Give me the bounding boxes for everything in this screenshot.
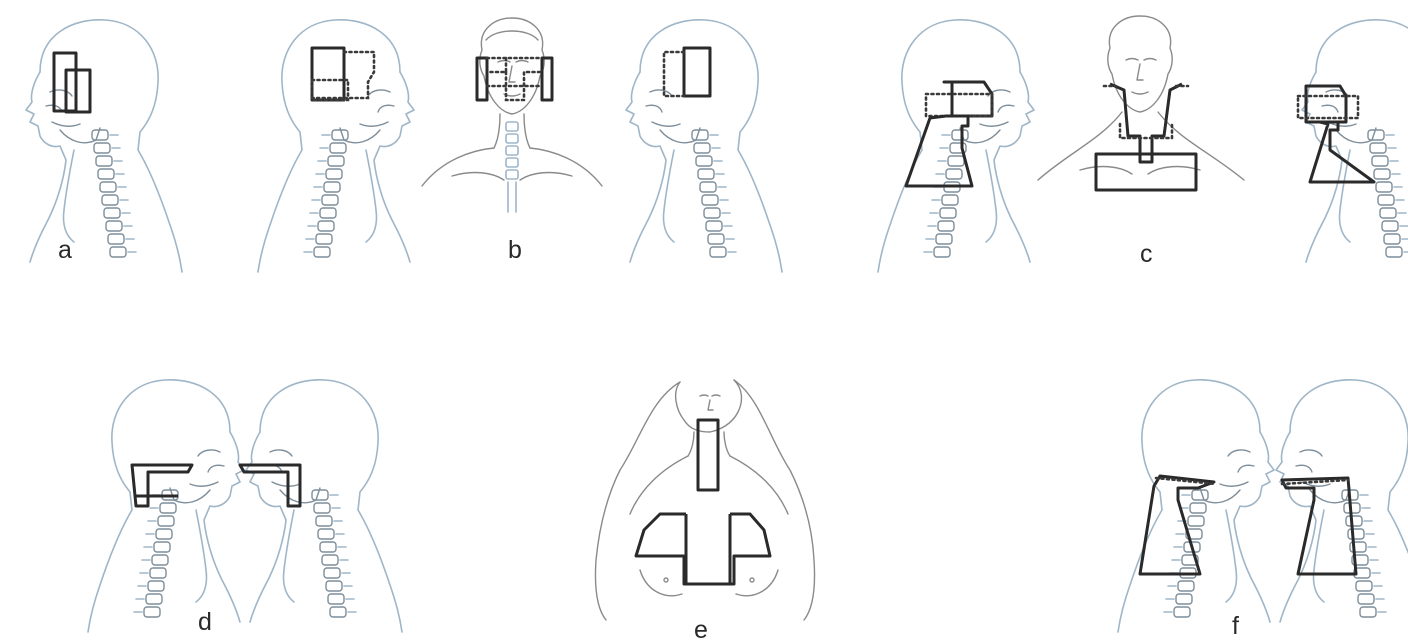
panel-label-c: c (1140, 240, 1153, 268)
panel-d: d (88, 380, 402, 636)
field-b-front-left (477, 58, 487, 100)
panel-f: f (1118, 380, 1408, 640)
field-c-right-neck (1310, 122, 1374, 182)
field-a-lower (66, 70, 90, 112)
panel-label-a: a (58, 236, 72, 264)
field-d-left-upper (132, 465, 192, 506)
field-c-left-dotted (926, 94, 992, 116)
field-c-front-lower (1096, 154, 1196, 190)
field-e-chest (636, 514, 770, 584)
panel-e: e (595, 380, 814, 642)
field-b-right-lateral (684, 48, 710, 96)
panel-label-b: b (508, 236, 522, 264)
field-f-right (1282, 478, 1356, 574)
panel-c: c (878, 16, 1408, 272)
field-b-front-right (542, 58, 552, 100)
field-e-chest-midline (686, 514, 730, 584)
panel-b: b (258, 18, 782, 272)
panel-a: a (26, 20, 182, 272)
panel-label-d: d (198, 608, 212, 636)
field-b-right-dotted (664, 52, 684, 96)
panel-label-f: f (1232, 612, 1239, 640)
field-b-left-lateral (312, 48, 344, 100)
panel-label-e: e (694, 616, 708, 642)
field-c-left-primary (944, 82, 992, 116)
